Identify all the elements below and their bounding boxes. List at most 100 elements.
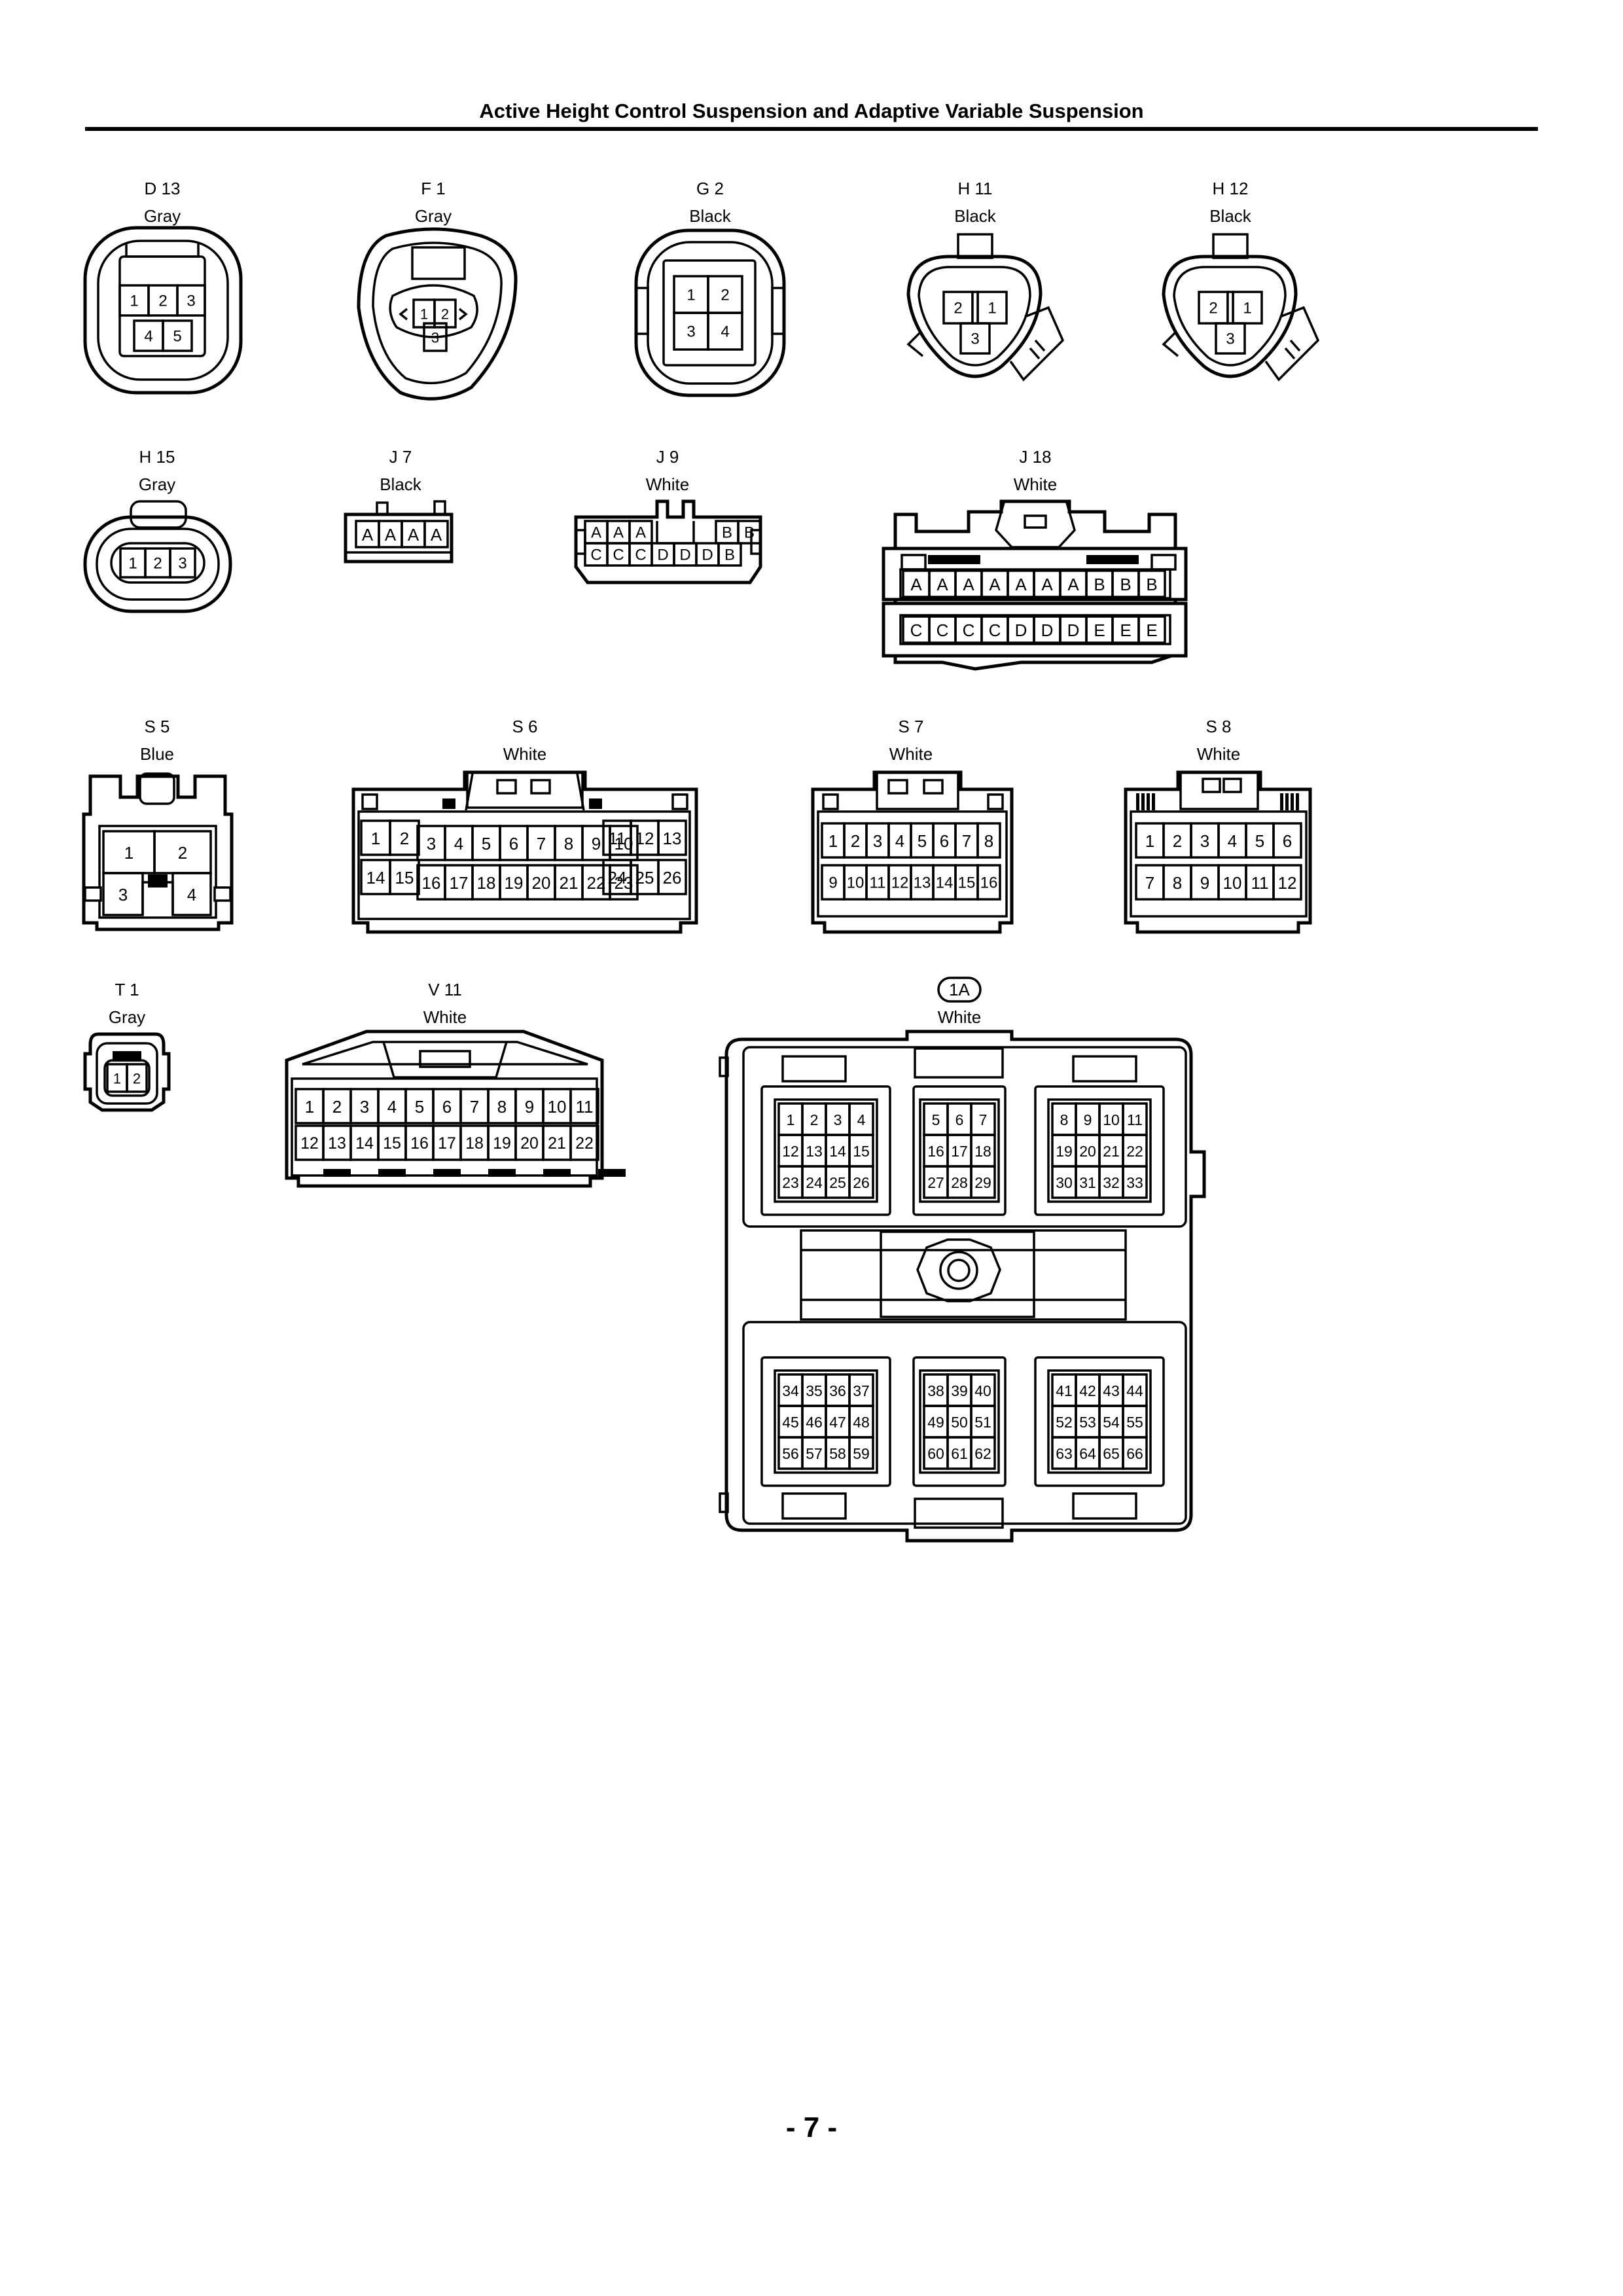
connector-color: White [423,1007,467,1027]
pin-label: 15 [395,868,414,888]
pin-label: 4 [387,1097,397,1117]
pin-label: 53 [1079,1414,1096,1431]
pin-label: 14 [936,874,954,892]
header-rule [85,127,1538,131]
pin-label: C [963,620,975,640]
connector-code: S 6 [512,717,537,736]
pin-label: 3 [187,293,195,310]
pin-label: 45 [782,1414,799,1431]
connector-code: 1A [949,980,970,999]
pin-label: 3 [834,1111,842,1128]
pin-label: 2 [441,306,449,323]
pin-label: E [1146,620,1157,640]
pin-label: 15 [383,1134,401,1153]
pin-label: E [1094,620,1105,640]
pin-label: 15 [958,874,976,892]
pin-label: 19 [505,873,524,893]
pin-label: 5 [932,1111,940,1128]
connector-code: J 18 [1019,447,1051,467]
pin-label: 11 [870,874,886,892]
pin-label: D [702,547,713,564]
connector-code: T 1 [115,980,139,999]
pin-label: 51 [974,1414,991,1431]
pin-label: 8 [984,831,993,851]
pin-label: A [1041,575,1053,594]
pin-label: C [590,547,601,564]
pin-label: 1 [787,1111,795,1128]
pin-label: 31 [1079,1174,1096,1191]
pin-label: 10 [548,1097,567,1117]
pin-label: 5 [918,831,927,851]
pin-label: D [1015,620,1027,640]
pin-label: 54 [1103,1414,1120,1431]
pin-label: 11 [1251,873,1269,893]
connector-color: Black [1209,206,1252,226]
pin-label: 64 [1079,1445,1096,1462]
pin-label: 6 [955,1111,964,1128]
pin-label: 62 [974,1445,991,1462]
pin-label: 16 [410,1134,429,1153]
connector-code: S 7 [898,717,923,736]
pin-label: 2 [721,287,729,304]
pin-label: 2 [1209,300,1217,317]
pin-label: 34 [782,1382,799,1399]
pin-label: 47 [829,1414,846,1431]
pin-label: 50 [951,1414,968,1431]
pin-label: A [1067,575,1079,594]
pin-label: 6 [940,831,949,851]
connector-code: H 15 [139,447,175,467]
pin-label: 11 [609,829,626,848]
pin-label: 28 [951,1174,968,1191]
pin-label: 15 [853,1143,870,1160]
pin-label: A [1015,575,1027,594]
pin-label: 57 [806,1445,823,1462]
pin-label: 43 [1103,1382,1120,1399]
pin-label: 6 [442,1097,452,1117]
pin-label: 22 [1126,1143,1143,1160]
connector-color: White [938,1007,981,1027]
pin-label: A [408,525,419,545]
pin-label: 26 [663,868,682,888]
pin-label: 4 [857,1111,866,1128]
pin-label: A [613,524,624,542]
pin-label: D [1041,620,1054,640]
connector-code: F 1 [421,179,446,198]
pin-label: 11 [576,1097,594,1117]
pin-label: 27 [927,1174,944,1191]
pin-label: 44 [1126,1382,1143,1399]
page-number: - 7 - [785,2111,838,2144]
pin-label: 8 [497,1097,507,1117]
pin-label: 1 [1145,831,1154,851]
pin-label: 5 [482,834,491,853]
pin-label: 52 [1056,1414,1073,1431]
pin-label: 12 [891,874,909,892]
pin-label: 9 [829,874,837,892]
pin-label: 14 [829,1143,846,1160]
pin-label: 61 [951,1445,968,1462]
pin-label: 10 [1103,1111,1120,1128]
pin-label: B [722,524,732,542]
pin-label: 63 [1056,1445,1073,1462]
pin-label: A [591,524,601,542]
pin-label: B [1094,575,1105,594]
pin-label: 38 [927,1382,944,1399]
pin-label: 10 [1223,873,1242,893]
pin-label: 13 [914,874,931,892]
pin-label: 32 [1103,1174,1120,1191]
pin-label: 9 [1084,1111,1092,1128]
pin-label: 1 [420,306,428,323]
pin-label: 8 [1060,1111,1069,1128]
pin-label: 1 [128,555,137,573]
pin-label: 2 [133,1071,141,1087]
pin-label: 36 [829,1382,846,1399]
pin-label: 1 [988,300,996,317]
